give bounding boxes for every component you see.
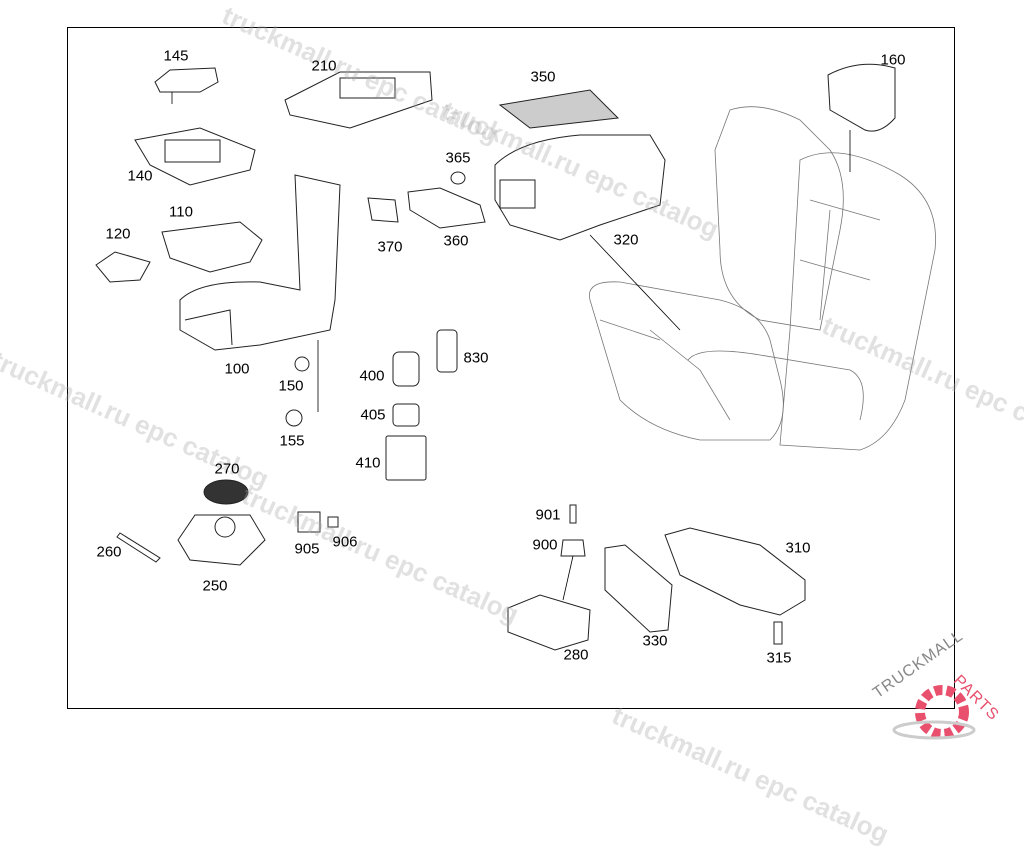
part-360[interactable] [407,187,486,229]
part-100-detail [184,309,233,346]
part-270[interactable] [203,479,249,505]
part-145[interactable] [154,67,219,93]
part-901[interactable] [569,504,577,524]
gear-logo-icon [892,685,976,740]
part-315[interactable] [773,621,783,645]
callout-110[interactable]: 110 [169,203,193,221]
callout-350[interactable]: 350 [530,68,556,86]
part-280[interactable] [507,594,591,651]
callout-160[interactable]: 160 [880,51,906,69]
callout-400[interactable]: 400 [359,367,385,385]
callout-150[interactable]: 150 [278,377,304,395]
callout-280[interactable]: 280 [563,646,589,664]
callout-310[interactable]: 310 [785,539,811,557]
callout-330[interactable]: 330 [642,632,668,650]
part-320-console[interactable] [494,134,666,241]
part-906[interactable] [327,516,339,528]
part-830[interactable] [436,329,458,373]
part-330[interactable] [604,544,673,633]
callout-900[interactable]: 900 [532,536,558,554]
callout-901[interactable]: 901 [535,506,561,524]
part-900[interactable] [560,539,586,557]
part-250-knob [214,516,236,538]
parts-drawing [95,63,936,651]
callout-905[interactable]: 905 [294,540,320,558]
part-320-pocket [499,179,536,209]
part-370[interactable] [367,197,399,223]
part-150[interactable] [294,356,310,372]
part-100-armrest[interactable] [179,174,341,351]
callout-320[interactable]: 320 [613,231,639,249]
part-260[interactable] [116,532,161,563]
callout-210[interactable]: 210 [311,57,337,75]
part-365[interactable] [450,171,466,185]
callout-370[interactable]: 370 [377,238,403,256]
seat-illustration [588,106,936,451]
part-110[interactable] [161,221,263,273]
callout-270[interactable]: 270 [214,460,240,478]
part-250[interactable] [177,514,266,566]
callout-120[interactable]: 120 [105,225,131,243]
part-140-inner [164,139,221,163]
callout-360[interactable]: 360 [443,232,469,250]
callout-250[interactable]: 250 [202,577,228,595]
part-400[interactable] [392,351,420,387]
part-120[interactable] [95,251,151,283]
part-160-headrest[interactable] [827,63,896,132]
part-405[interactable] [392,403,420,427]
diagram-frame [67,27,955,709]
callout-155[interactable]: 155 [279,432,305,450]
part-350[interactable] [498,89,620,129]
callout-410[interactable]: 410 [355,454,381,472]
part-210-window [339,77,396,99]
truckmallparts-logo: TRUCKMALL PARTS [862,627,1022,750]
callout-830[interactable]: 830 [463,349,489,367]
part-310[interactable] [664,527,806,616]
callout-315[interactable]: 315 [766,649,792,667]
callout-260[interactable]: 260 [96,543,122,561]
callout-140[interactable]: 140 [127,167,153,185]
part-410[interactable] [385,435,427,481]
part-905[interactable] [297,511,321,533]
callout-145[interactable]: 145 [163,47,189,65]
callout-100[interactable]: 100 [224,360,250,378]
part-155[interactable] [285,409,303,427]
callout-365[interactable]: 365 [445,149,471,167]
callout-405[interactable]: 405 [360,406,386,424]
callout-906[interactable]: 906 [332,533,358,551]
